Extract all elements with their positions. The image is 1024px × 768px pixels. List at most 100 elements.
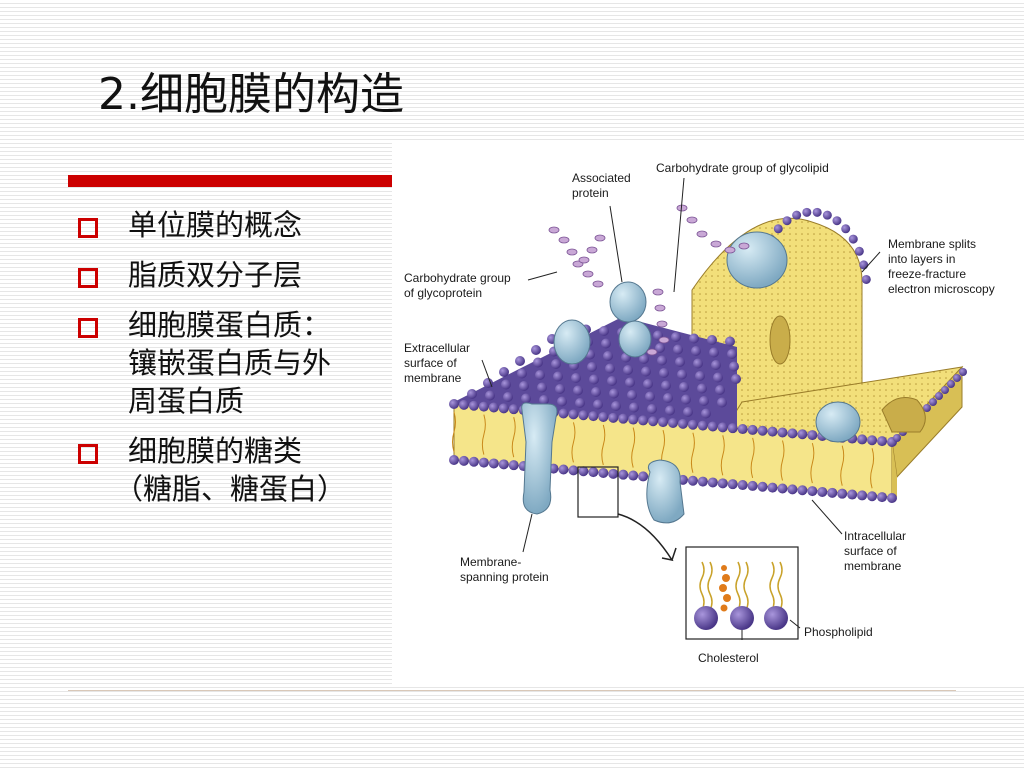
- lipid-tail: [690, 432, 695, 473]
- lipid-head: [877, 492, 888, 503]
- lipid-head: [867, 491, 878, 502]
- lipid-head: [707, 335, 717, 345]
- lipid-head: [588, 411, 599, 422]
- lipid-head: [609, 388, 619, 399]
- lipid-head: [711, 360, 721, 370]
- lipid-head: [498, 459, 509, 470]
- lipid-head: [449, 399, 459, 409]
- lipid-head: [648, 416, 659, 427]
- lipid-head: [941, 386, 949, 394]
- label-extracellular-surface: Extracellular surface of membrane: [404, 341, 473, 385]
- lipid-head: [935, 392, 943, 400]
- lipid-tail: [720, 435, 725, 476]
- folded-layer-protein: [726, 231, 788, 289]
- lipid-head: [483, 378, 493, 388]
- lipid-head: [713, 372, 723, 383]
- lipid-head: [697, 383, 707, 394]
- lipid-head: [673, 344, 683, 355]
- lipid-head: [499, 367, 509, 377]
- lipid-head: [531, 345, 541, 355]
- lipid-head: [677, 369, 687, 380]
- lipid-head: [508, 404, 519, 415]
- lipid-head: [861, 274, 871, 284]
- lipid-head: [519, 381, 529, 391]
- lipid-head: [517, 368, 527, 379]
- lipid-head: [658, 417, 669, 428]
- associated-protein: [618, 320, 652, 358]
- lipid-head: [797, 429, 808, 440]
- fracture-side: [891, 365, 963, 479]
- membrane-spanning-protein: [521, 402, 558, 515]
- lipid-head: [663, 393, 673, 403]
- lipid-head: [573, 385, 583, 396]
- lipid-head: [777, 483, 788, 494]
- label-phospholipid: Phospholipid: [804, 625, 873, 639]
- lipid-head: [593, 399, 603, 410]
- lipid-head: [535, 370, 545, 380]
- label-cholesterol: Cholesterol: [698, 651, 759, 665]
- lipid-head: [575, 398, 585, 408]
- lipid-head: [488, 458, 499, 469]
- lipid-head: [757, 481, 768, 492]
- lipid-head: [665, 405, 675, 416]
- lipid-tail: [750, 437, 755, 479]
- lipid-head: [787, 484, 798, 495]
- title-accent-bar: [68, 175, 392, 187]
- label-intracellular-surface: Intracellular surface of membrane: [844, 529, 909, 573]
- lipid-head: [608, 412, 619, 423]
- lipid-head: [782, 216, 792, 226]
- lipid-head: [659, 368, 669, 378]
- bullet-text: （糖脂、糖蛋白）: [114, 472, 347, 506]
- intracellular-protein: [646, 459, 685, 524]
- lipid-head: [887, 493, 897, 503]
- bullet-text: 细胞膜的糖类: [128, 434, 303, 468]
- lipid-head: [707, 477, 718, 488]
- lipid-head: [857, 434, 868, 445]
- fracture-pit-floor: [881, 397, 926, 433]
- lipid-head: [458, 399, 469, 410]
- cholesterol-molecule: [719, 565, 731, 612]
- lipid-head: [578, 466, 589, 477]
- lipid-head: [747, 480, 758, 491]
- slide-title: 2.细胞膜的构造: [98, 69, 404, 120]
- lipid-head: [695, 371, 705, 381]
- lipid-head: [699, 396, 709, 406]
- footer-divider: [68, 690, 956, 691]
- lipid-head: [478, 457, 489, 468]
- lipid-head: [848, 234, 858, 244]
- bullet-text: 周蛋白质: [128, 384, 245, 418]
- lipid-head: [737, 480, 748, 491]
- lipid-tail: [870, 448, 875, 489]
- lipid-head: [639, 354, 649, 364]
- lipid-head: [737, 424, 748, 435]
- lipid-head: [657, 355, 667, 366]
- lipid-head: [691, 346, 701, 356]
- lipid-head: [715, 385, 725, 395]
- lipid-head: [725, 336, 735, 347]
- square-bullet-icon: [78, 444, 98, 464]
- lipid-head: [587, 362, 597, 372]
- lipid-head: [568, 465, 579, 476]
- square-bullet-icon: [78, 268, 98, 288]
- lipid-head: [773, 224, 783, 234]
- lipid-head: [693, 358, 703, 369]
- lipid-head: [478, 401, 489, 412]
- lipid-head: [893, 434, 901, 442]
- leader-lines: [481, 177, 881, 640]
- lipid-head: [551, 359, 561, 369]
- lipid-head: [638, 415, 649, 426]
- lipid-head: [671, 332, 681, 342]
- lipid-head: [539, 395, 549, 405]
- lipid-head: [953, 374, 961, 382]
- fracture-floor-protein: [815, 401, 861, 443]
- lipid-head: [812, 207, 822, 217]
- associated-protein: [609, 281, 647, 323]
- lipid-tail: [780, 440, 785, 481]
- lipid-head: [727, 349, 737, 359]
- lipid-head: [501, 379, 511, 390]
- lipid-head: [488, 402, 499, 413]
- lipid-head: [558, 408, 569, 419]
- lipid-head: [777, 427, 788, 438]
- lipid-head: [947, 380, 955, 388]
- lipid-heads-bottom: [449, 455, 897, 503]
